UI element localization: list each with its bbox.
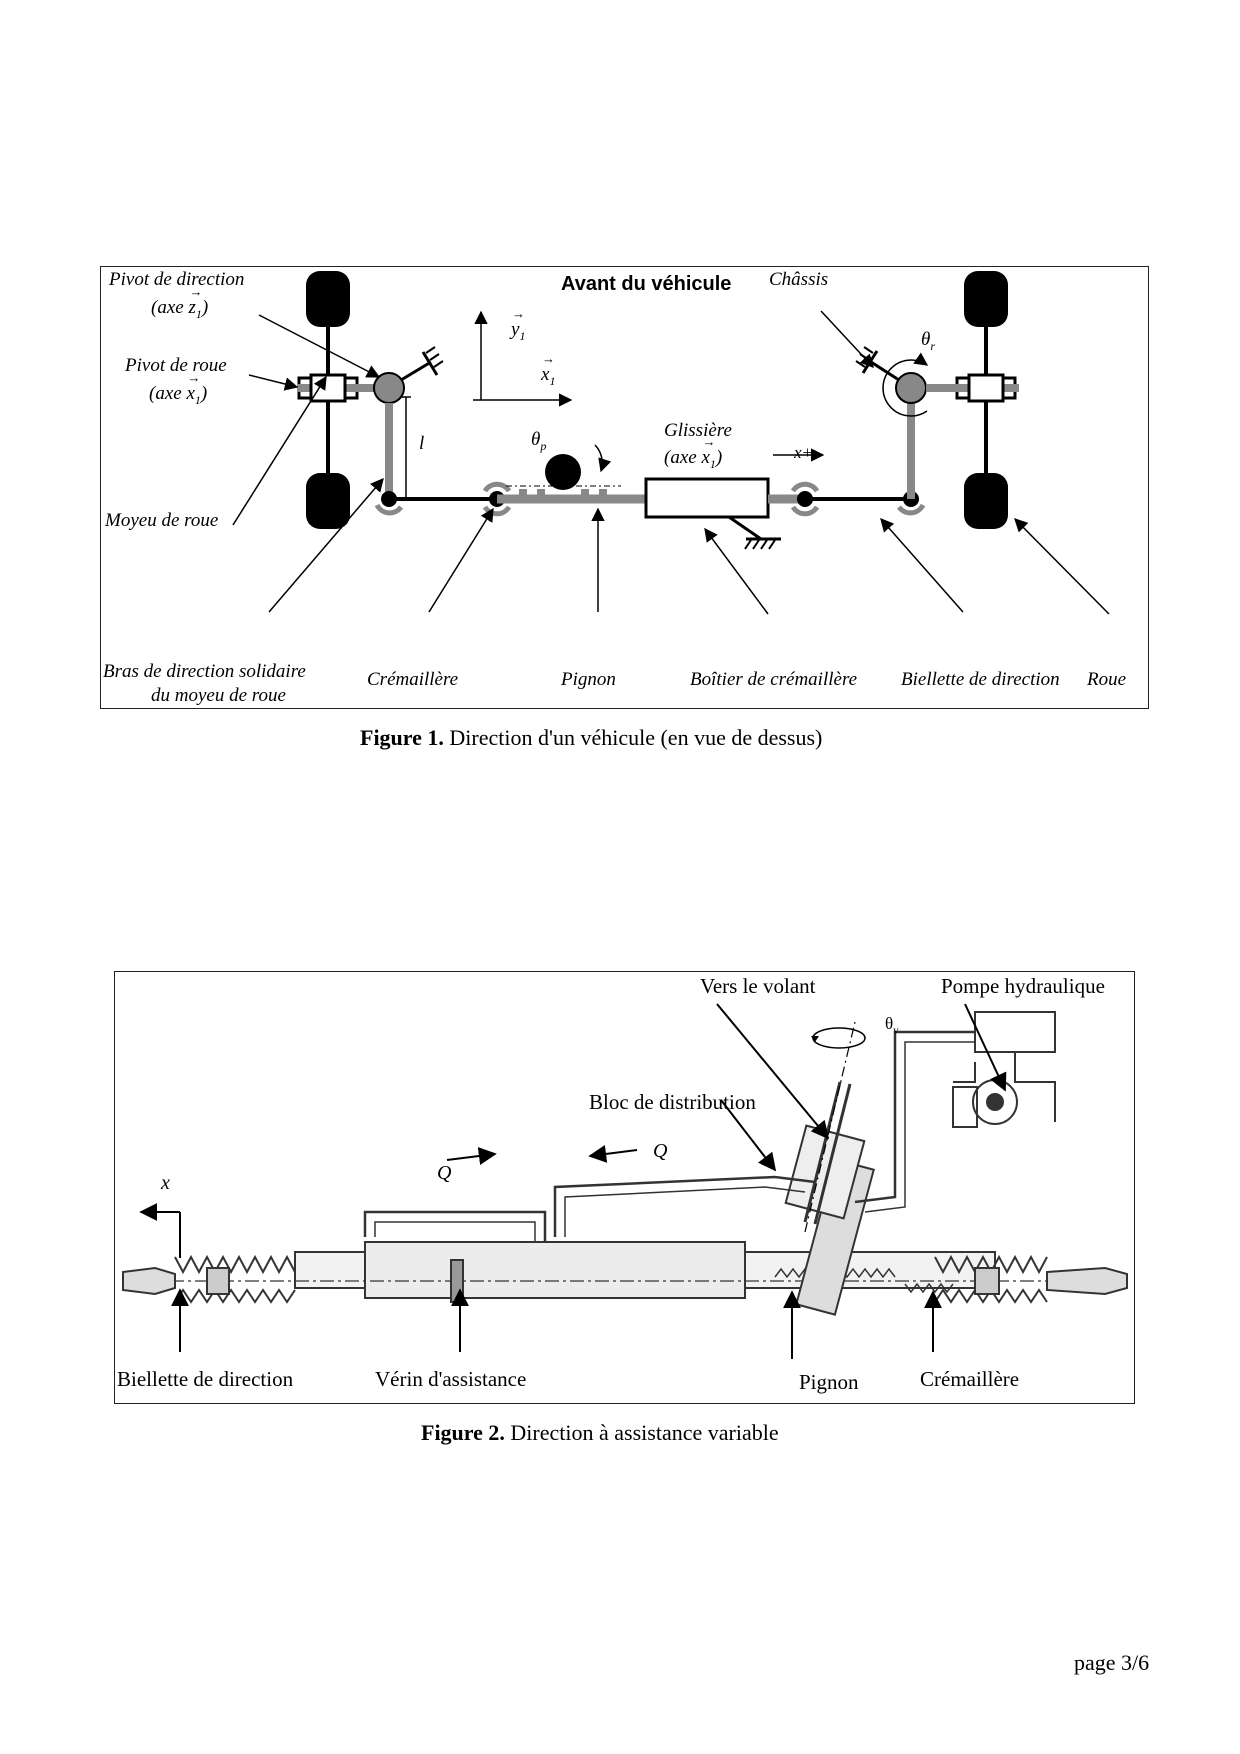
right-wheel — [944, 271, 1019, 529]
figure-2-caption-text: Direction à assistance variable — [504, 1420, 779, 1445]
label-pignon: Pignon — [561, 669, 616, 690]
figure-2-frame: Vers le volant Pompe hydraulique θv Bloc… — [114, 971, 1135, 1404]
rack-housing — [644, 477, 770, 519]
label-boitier: Boîtier de crémaillère — [690, 669, 858, 690]
label-biellette: Biellette de direction — [901, 669, 1060, 690]
label-x-plus: x+ — [794, 443, 814, 462]
label-pivot-direction-axis: (axe z→1) — [151, 284, 209, 321]
label-theta-r: θr — [921, 329, 936, 353]
label-l: l — [419, 433, 425, 454]
figure-1-caption: Figure 1. Direction d'un véhicule (en vu… — [360, 725, 822, 751]
label-pignon-2: Pignon — [799, 1370, 859, 1394]
label-glissiere: Glissière — [664, 420, 732, 441]
left-wheel — [297, 271, 359, 529]
label-moyeu: Moyeu de roue — [105, 510, 219, 531]
figure-1-diagram — [232, 271, 1110, 615]
figure-2-caption: Figure 2. Direction à assistance variabl… — [421, 1420, 779, 1446]
page-number: page 3/6 — [1074, 1650, 1150, 1675]
label-pivot-roue-axis: (axe x→1) — [149, 370, 208, 407]
label-theta-v: θv — [885, 1014, 899, 1037]
label-theta-p: θp — [531, 429, 547, 453]
figure-2-diagram — [122, 1003, 1128, 1359]
label-cremaillere: Crémaillère — [367, 669, 459, 690]
figure-1-caption-text: Direction d'un véhicule (en vue de dessu… — [443, 725, 823, 750]
label-q2: Q — [653, 1140, 668, 1162]
label-chassis: Châssis — [769, 269, 829, 290]
label-x1: x→1 — [541, 351, 556, 388]
figure-1-caption-bold: Figure 1. — [360, 725, 444, 750]
label-x-axis: x — [161, 1172, 170, 1194]
label-verin: Vérin d'assistance — [375, 1367, 527, 1391]
pinion — [545, 454, 581, 490]
label-y1: y→1 — [511, 306, 526, 343]
label-vers-volant: Vers le volant — [700, 974, 816, 998]
right-pivot — [895, 372, 927, 404]
label-q1: Q — [437, 1162, 452, 1184]
label-pompe: Pompe hydraulique — [941, 974, 1105, 998]
figure-1-title: Avant du véhicule — [561, 273, 732, 295]
label-bras-line-2: du moyeu de roue — [151, 685, 286, 706]
label-roue: Roue — [1087, 669, 1127, 690]
label-cremaillere-2: Crémaillère — [920, 1367, 1020, 1391]
figure-1-frame: Pivot de direction (axe z→1) Pivot de ro… — [100, 266, 1149, 709]
label-biellette-2: Biellette de direction — [117, 1367, 294, 1391]
label-bloc: Bloc de distribution — [589, 1090, 756, 1114]
figure-2-caption-bold: Figure 2. — [421, 1420, 505, 1445]
label-glissiere-axis: (axe x→1) — [664, 434, 723, 471]
label-pivot-roue: Pivot de roue — [125, 355, 227, 376]
steering-rack-assembly — [122, 1011, 1128, 1316]
label-bras-line-1: Bras de direction solidaire — [103, 661, 306, 682]
label-pivot-direction: Pivot de direction — [109, 269, 245, 290]
